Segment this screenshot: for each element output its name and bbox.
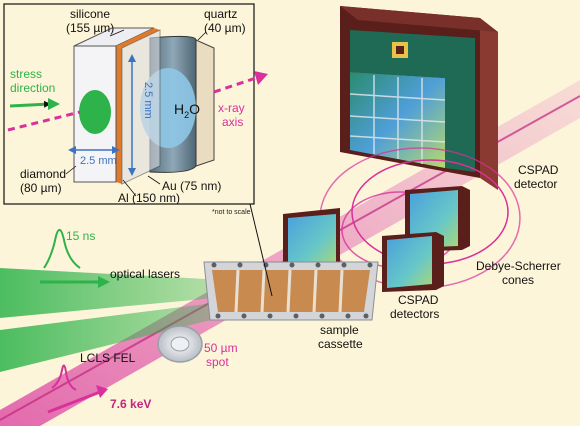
xray-dashes-in [7, 110, 81, 132]
sample-cassette [203, 261, 379, 321]
stress-region [79, 90, 111, 134]
spot-size-label: 50 µm [204, 341, 238, 355]
debye-scherrer-label-2: cones [502, 273, 534, 287]
aluminum-label: Al (150 nm) [118, 191, 180, 205]
xray-axis-label-2: axis [222, 115, 243, 129]
silicone-thickness-label: (155 µm) [66, 21, 114, 35]
cspad-detector-label: CSPAD [518, 163, 559, 177]
stress-direction-label: direction [10, 81, 55, 95]
diamond-cube-side [116, 46, 122, 184]
fel-arrow-head [96, 385, 108, 398]
quartz-label: quartz [204, 7, 237, 21]
stress-label: stress [10, 67, 42, 81]
spot-ring [157, 325, 203, 363]
fel-arrow [47, 390, 101, 414]
diamond-thickness-label: (80 µm) [20, 181, 62, 195]
diamond-label: diamond [20, 167, 66, 181]
pulse-duration-label: 15 ns [66, 229, 95, 243]
cspad-detector-panel-3 [382, 232, 444, 292]
cspad-detector-label-2: detector [514, 177, 557, 191]
cspad-detectors-label-2: detectors [390, 307, 439, 321]
target-inset [3, 3, 268, 205]
sample-cassette-label: sample [320, 323, 359, 337]
water-label: H2O [174, 101, 200, 120]
optical-laser-arrow-head [98, 276, 110, 288]
cspad-detectors-label: CSPAD [398, 293, 439, 307]
lcls-fel-label: LCLS FEL [80, 351, 136, 365]
fel-pulse-icon [51, 364, 77, 391]
quartz-thickness-label: (40 µm) [204, 21, 246, 35]
gold-label: Au (75 nm) [162, 179, 221, 193]
silicone-layer [116, 28, 160, 48]
cspad-detector-panel-1 [283, 208, 340, 270]
cspad-detector-large [340, 6, 498, 190]
xray-axis-label: x-ray [218, 101, 245, 115]
inset-pointer-line [249, 203, 273, 297]
xray-arrow-head [254, 71, 268, 85]
energy-label: 7.6 keV [110, 397, 151, 411]
debye-scherrer-label: Debye-Scherrer [476, 259, 561, 273]
height-dimension-label: 2.5 mm [142, 82, 154, 119]
spot-label: spot [206, 355, 229, 369]
width-dimension-label: 2.5 mm [80, 155, 117, 167]
sample-cassette-label-2: cassette [318, 337, 363, 351]
xray-dashes-out [213, 76, 257, 94]
silicone-label: silicone [70, 7, 110, 21]
stress-arrow-head [48, 98, 60, 110]
stress-arrow [9, 100, 51, 108]
optical-lasers-label: optical lasers [110, 267, 180, 281]
laser-pulse-icon [43, 229, 81, 269]
scale-note: *not to scale [212, 209, 251, 216]
